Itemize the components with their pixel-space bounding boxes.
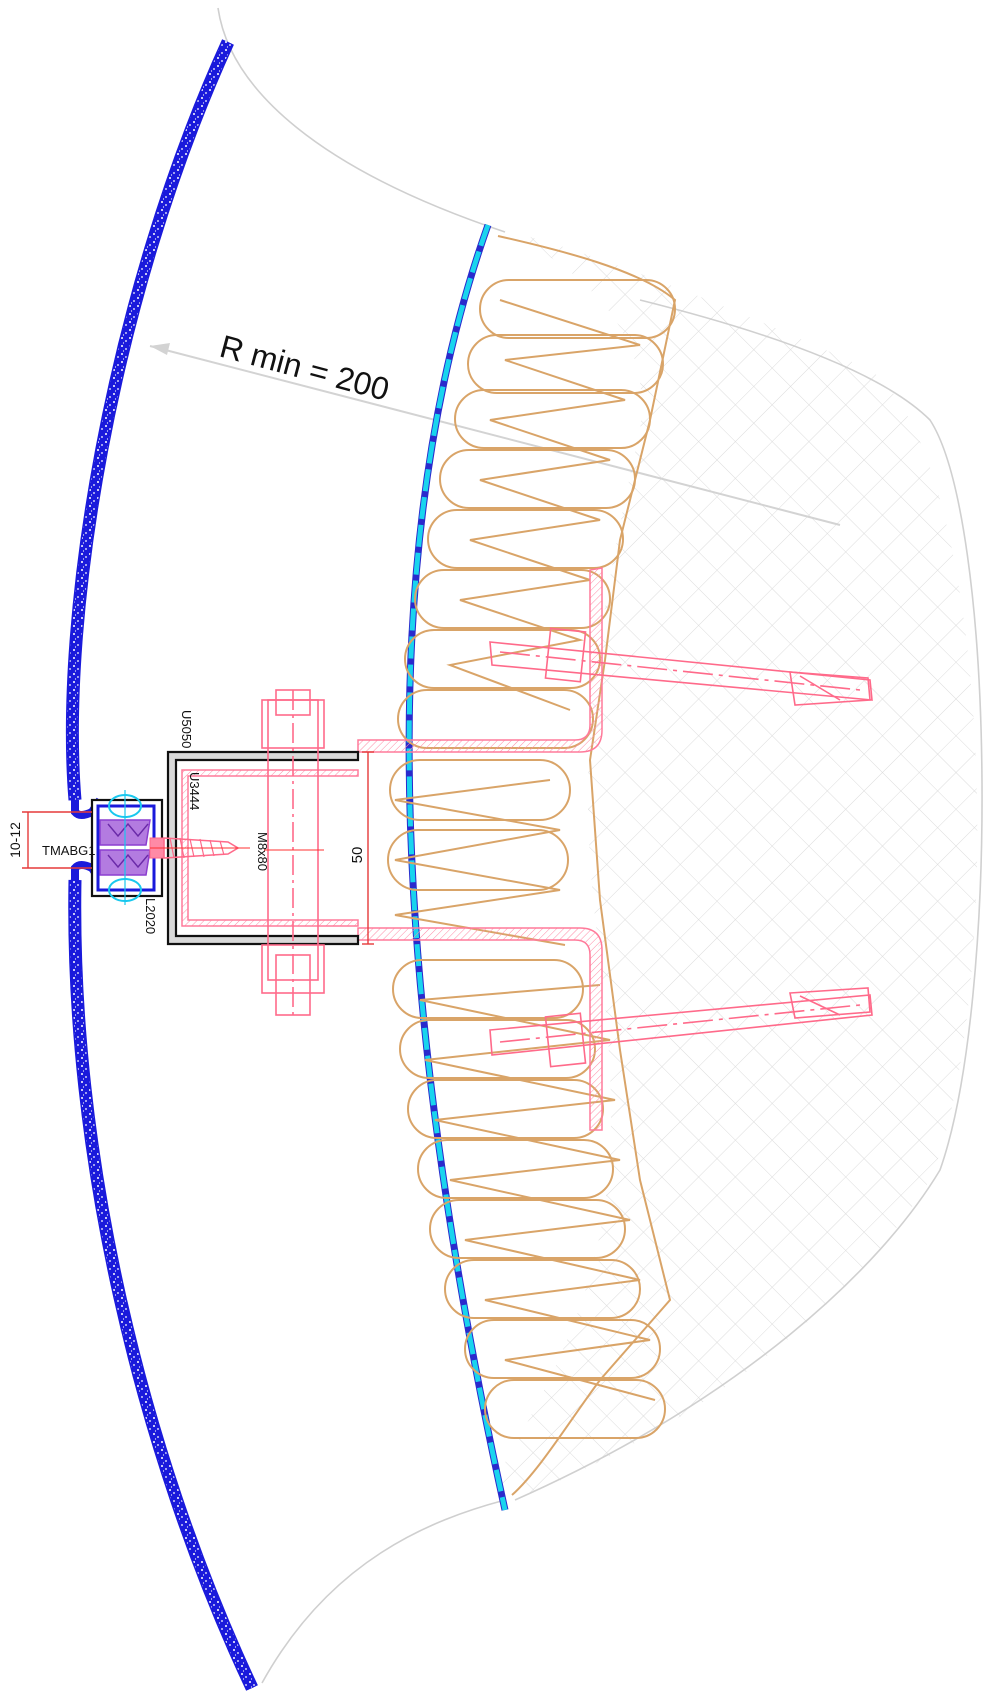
anchor-bolt-lower [489, 987, 873, 1068]
contour-lines [217, 7, 506, 1684]
joint-connector [90, 790, 250, 905]
wall-bracket [357, 567, 603, 1131]
profile-u3444 [181, 769, 359, 927]
gasket-label: TMABG1 [42, 843, 95, 858]
masonry-wall [495, 230, 983, 1501]
joint-width-label: 10-12 [7, 822, 23, 858]
self-tapping-screw [149, 837, 250, 859]
profile-u5050-label: U5050 [179, 710, 194, 748]
dimension-50-label: 50 [349, 847, 366, 864]
profile-u5050 [166, 750, 360, 946]
profile-u3444-label: U3444 [187, 772, 202, 810]
radius-label: R min = 200 [216, 328, 393, 408]
anchor-bolt-upper [489, 627, 873, 706]
dimension-joint: 10-12 TMABG1 [7, 811, 95, 869]
bolt-m8x80 [261, 689, 325, 1016]
dimension-50: 50 [349, 751, 374, 945]
bolt-m8x80-label: M8x80 [255, 832, 270, 871]
angle-l2020-label: L2020 [143, 898, 158, 934]
